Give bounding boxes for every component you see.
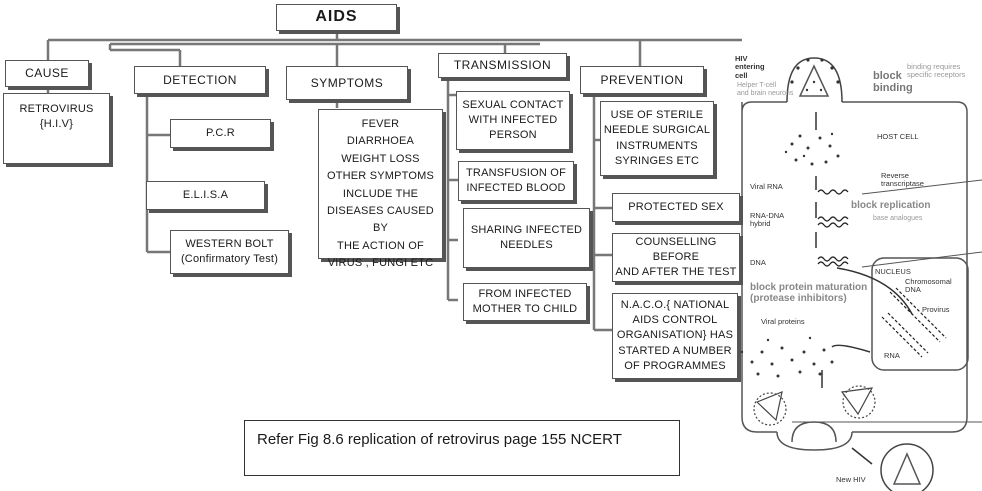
fig-label-rna: RNA — [884, 351, 900, 360]
fig-label-block-maturation: block protein maturation (protease inhib… — [750, 282, 868, 304]
fig-label-base-analogues: base analogues — [873, 215, 923, 222]
fig-label-new-hiv: New HIV — [836, 475, 866, 484]
cause-item: RETROVIRUS {H.I.V} — [3, 93, 110, 164]
diagram-title: AIDS — [315, 8, 358, 26]
prevention-label: PREVENTION — [600, 72, 684, 87]
fig-label-rna-dna-hybrid: RNA-DNA hybrid — [750, 211, 785, 229]
symptoms-item-text: FEVER DIARRHOEA WEIGHT LOSS OTHER SYMPTO… — [326, 118, 435, 269]
fig-label-host-cell: HOST CELL — [877, 132, 919, 141]
transmission-item-transfusion: TRANSFUSION OF INFECTED BLOOD — [458, 161, 574, 201]
symptoms-header: SYMPTOMS — [286, 66, 408, 100]
transmission-item-needles: SHARING INFECTED NEEDLES — [463, 208, 590, 268]
cause-header: CAUSE — [5, 60, 89, 87]
transmission-item-text: SEXUAL CONTACT WITH INFECTED PERSON — [462, 98, 564, 142]
detection-item-text: E.L.I.S.A — [182, 188, 229, 201]
fig-label-viral-proteins: Viral proteins — [761, 317, 805, 326]
detection-label: DETECTION — [163, 72, 237, 87]
transmission-item-mother: FROM INFECTED MOTHER TO CHILD — [463, 283, 587, 321]
symptoms-item: FEVER DIARRHOEA WEIGHT LOSS OTHER SYMPTO… — [318, 109, 443, 269]
fig-label-provirus: Provirus — [922, 305, 950, 314]
detection-header: DETECTION — [134, 66, 266, 94]
retrovirus-replication-figure — [740, 57, 982, 491]
fig-label-chromosomal-dna: Chromosomal DNA — [905, 277, 952, 295]
fig-label-block-binding: block binding — [873, 70, 913, 95]
prevention-item-text: COUNSELLING BEFORE AND AFTER THE TEST — [615, 235, 737, 279]
fig-label-binding-note: binding requires specific receptors — [907, 62, 966, 80]
prevention-item-counselling: COUNSELLING BEFORE AND AFTER THE TEST — [612, 233, 740, 282]
transmission-header: TRANSMISSION — [438, 53, 567, 78]
fig-label-dna: DNA — [750, 258, 766, 267]
detection-item-elisa: E.L.I.S.A — [146, 181, 265, 210]
detection-item-western: WESTERN BOLT (Confirmatory Test) — [170, 230, 289, 274]
transmission-item-text: TRANSFUSION OF INFECTED BLOOD — [466, 166, 566, 194]
cause-label: CAUSE — [25, 66, 69, 81]
title-box: AIDS — [276, 4, 397, 31]
fig-label-viral-rna: Viral RNA — [750, 182, 783, 191]
prevention-item-text: USE OF STERILE NEEDLE SURGICAL INSTRUMEN… — [603, 109, 711, 167]
prevention-item-text: PROTECTED SEX — [628, 200, 724, 213]
fig-label-helper-cell: Helper T-cell and brain neurons — [737, 82, 794, 97]
prevention-item-text: N.A.C.O.{ NATIONAL AIDS CONTROL ORGANISA… — [616, 299, 734, 372]
transmission-item-sexual: SEXUAL CONTACT WITH INFECTED PERSON — [456, 91, 570, 150]
transmission-label: TRANSMISSION — [453, 58, 552, 73]
fig-label-reverse-transcriptase: Reverse transcriptase — [881, 171, 924, 189]
prevention-header: PREVENTION — [580, 66, 704, 94]
transmission-item-text: SHARING INFECTED NEEDLES — [470, 223, 583, 251]
transmission-item-text: FROM INFECTED MOTHER TO CHILD — [472, 287, 578, 315]
prevention-item-sterile: USE OF STERILE NEEDLE SURGICAL INSTRUMEN… — [600, 101, 714, 176]
fig-label-nucleus: NUCLEUS — [875, 267, 911, 276]
fig-label-hiv-entering: HIV entering cell — [735, 54, 765, 80]
detection-item-text: P.C.R — [206, 126, 235, 139]
reference-note: Refer Fig 8.6 replication of retrovirus … — [244, 420, 680, 476]
prevention-item-naco: N.A.C.O.{ NATIONAL AIDS CONTROL ORGANISA… — [612, 293, 738, 379]
detection-item-text: WESTERN BOLT (Confirmatory Test) — [180, 237, 279, 265]
reference-text: Refer Fig 8.6 replication of retrovirus … — [257, 431, 622, 448]
prevention-item-protected: PROTECTED SEX — [612, 193, 740, 222]
cause-item-text: RETROVIRUS {H.I.V} — [19, 103, 94, 131]
symptoms-label: SYMPTOMS — [310, 75, 384, 90]
fig-label-block-replication: block replication — [851, 200, 931, 211]
detection-item-pcr: P.C.R — [170, 119, 271, 148]
